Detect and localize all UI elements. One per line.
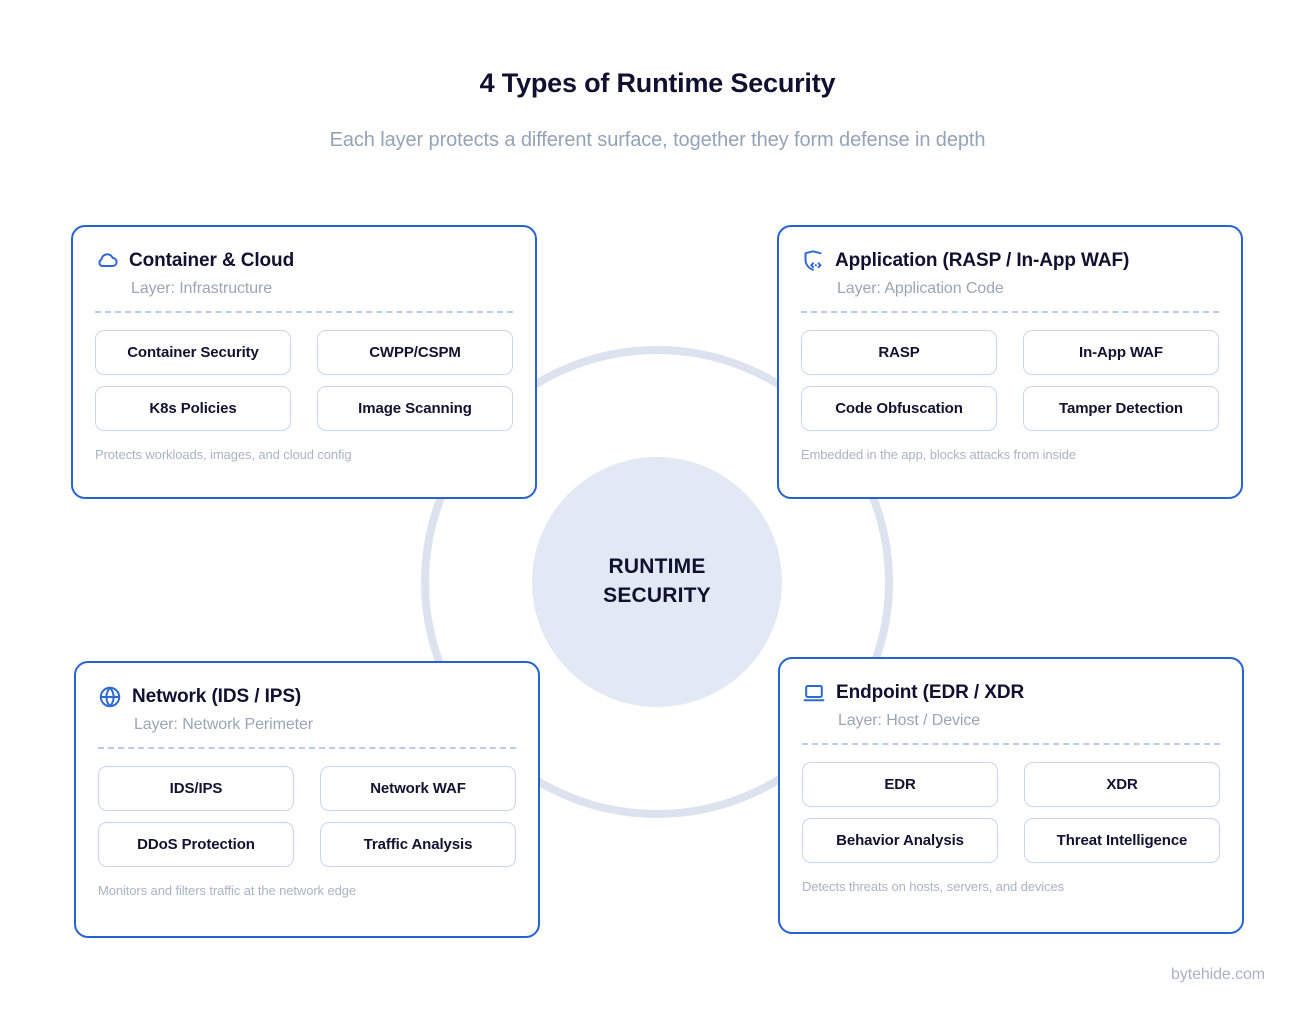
shield-code-icon: [801, 249, 825, 273]
card-note: Protects workloads, images, and cloud co…: [95, 447, 352, 462]
card-title: Endpoint (EDR / XDR: [836, 682, 1025, 703]
card-chip-grid: RASP In-App WAF Code Obfuscation Tamper …: [801, 330, 1219, 431]
card-note: Embedded in the app, blocks attacks from…: [801, 447, 1076, 462]
chip[interactable]: DDoS Protection: [98, 822, 294, 867]
chip[interactable]: Behavior Analysis: [802, 818, 998, 863]
watermark: bytehide.com: [1171, 966, 1265, 983]
card-chip-grid: Container Security CWPP/CSPM K8s Policie…: [95, 330, 513, 431]
card-divider: [802, 743, 1220, 745]
card-header: Container & Cloud: [95, 249, 513, 273]
chip[interactable]: Traffic Analysis: [320, 822, 516, 867]
monitor-icon: [802, 681, 826, 705]
card-endpoint[interactable]: Endpoint (EDR / XDR Layer: Host / Device…: [778, 657, 1244, 934]
card-chip-grid: EDR XDR Behavior Analysis Threat Intelli…: [802, 762, 1220, 863]
card-title: Application (RASP / In-App WAF): [835, 250, 1130, 271]
chip[interactable]: Network WAF: [320, 766, 516, 811]
hub-outer-ring: [421, 346, 893, 818]
card-divider: [95, 311, 513, 313]
chip[interactable]: RASP: [801, 330, 997, 375]
card-container-cloud[interactable]: Container & Cloud Layer: Infrastructure …: [71, 225, 537, 499]
chip[interactable]: EDR: [802, 762, 998, 807]
card-chip-grid: IDS/IPS Network WAF DDoS Protection Traf…: [98, 766, 516, 867]
cloud-icon: [95, 249, 119, 273]
chip[interactable]: Container Security: [95, 330, 291, 375]
hub-center-circle: RUNTIME SECURITY: [532, 457, 782, 707]
chip[interactable]: In-App WAF: [1023, 330, 1219, 375]
card-title: Container & Cloud: [129, 250, 295, 271]
chip[interactable]: XDR: [1024, 762, 1220, 807]
card-note: Monitors and filters traffic at the netw…: [98, 883, 356, 898]
card-title: Network (IDS / IPS): [132, 686, 302, 707]
card-layer-label: Layer: Network Perimeter: [134, 716, 313, 733]
chip[interactable]: Image Scanning: [317, 386, 513, 431]
card-header: Endpoint (EDR / XDR: [802, 681, 1220, 705]
card-header: Network (IDS / IPS): [98, 685, 516, 709]
page-header: 4 Types of Runtime Security Each layer p…: [0, 0, 1315, 152]
card-divider: [801, 311, 1219, 313]
chip[interactable]: Threat Intelligence: [1024, 818, 1220, 863]
globe-icon: [98, 685, 122, 709]
hub-label: RUNTIME SECURITY: [603, 555, 711, 607]
card-header: Application (RASP / In-App WAF): [801, 249, 1219, 273]
card-divider: [98, 747, 516, 749]
card-note: Detects threats on hosts, servers, and d…: [802, 879, 1065, 894]
chip[interactable]: Tamper Detection: [1023, 386, 1219, 431]
chip[interactable]: K8s Policies: [95, 386, 291, 431]
card-layer-label: Layer: Application Code: [837, 280, 1004, 297]
card-layer-label: Layer: Infrastructure: [131, 280, 273, 297]
chip[interactable]: IDS/IPS: [98, 766, 294, 811]
page-title: 4 Types of Runtime Security: [479, 68, 836, 98]
card-layer-label: Layer: Host / Device: [838, 712, 981, 729]
card-network[interactable]: Network (IDS / IPS) Layer: Network Perim…: [74, 661, 540, 938]
chip[interactable]: Code Obfuscation: [801, 386, 997, 431]
page-subtitle: Each layer protects a different surface,…: [329, 129, 986, 151]
card-application[interactable]: Application (RASP / In-App WAF) Layer: A…: [777, 225, 1243, 499]
chip[interactable]: CWPP/CSPM: [317, 330, 513, 375]
